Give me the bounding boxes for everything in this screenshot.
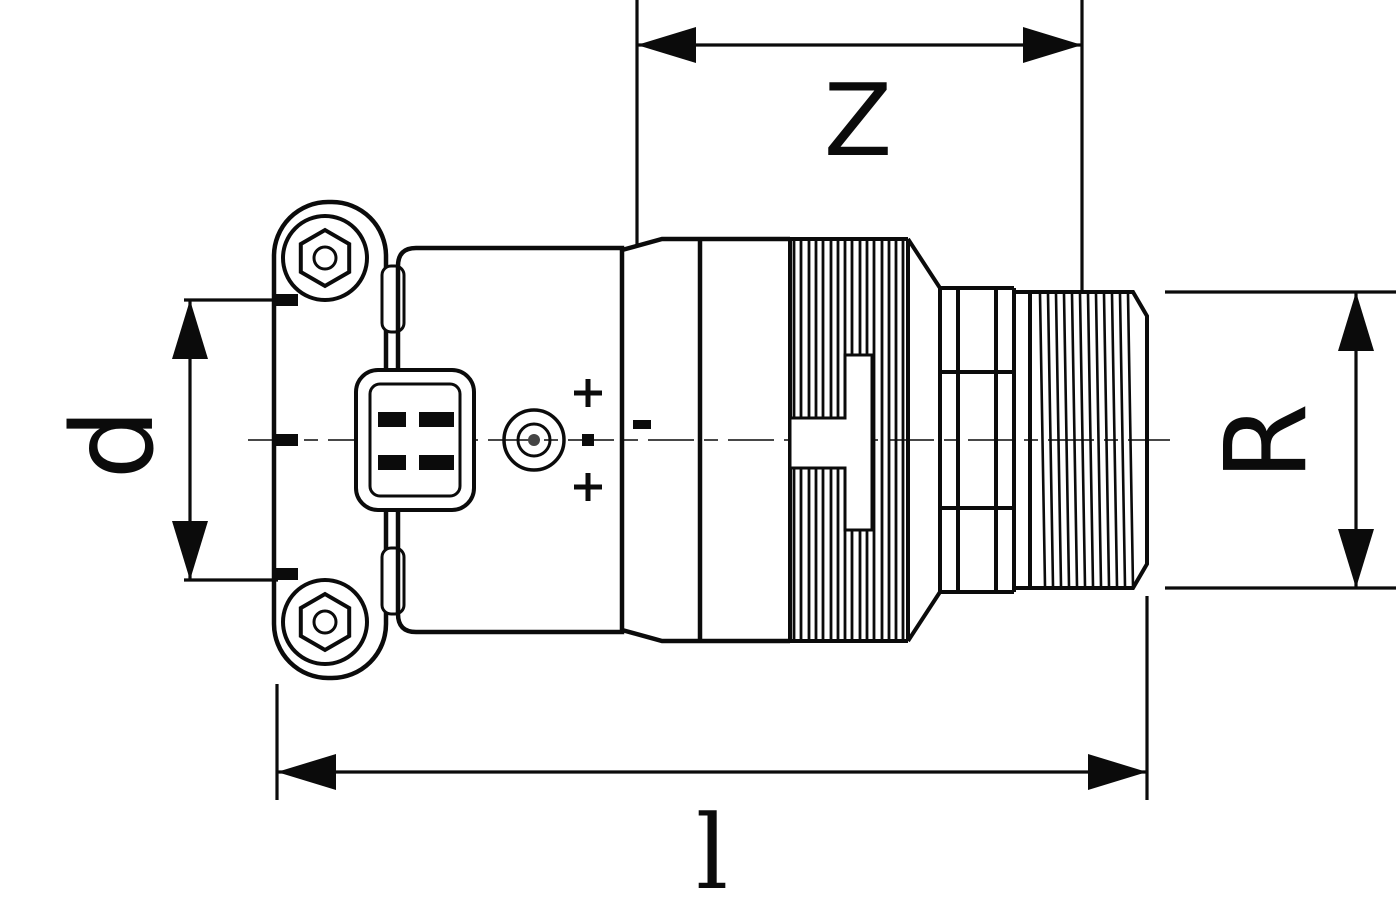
dimension-d: d [49, 298, 278, 582]
latch-detail [354, 368, 476, 512]
cone-transition [621, 236, 790, 644]
flange-tick-bottom [272, 568, 298, 580]
ribbed-section [788, 237, 910, 643]
marker-outer-circle [502, 408, 566, 472]
bolt-bottom [281, 578, 369, 666]
latch-inner [368, 382, 462, 498]
bolt-bottom-center [312, 609, 338, 635]
bolt-bottom-circle [281, 578, 369, 666]
latch-divider [406, 406, 419, 478]
dimension-d-label: d [49, 408, 179, 479]
square-marker [582, 434, 594, 446]
dimensions: Z d R l [49, 0, 1396, 900]
dimension-z-lines [635, 0, 1084, 292]
dimension-l: l [275, 596, 1149, 900]
dimension-d-arrow-top [172, 300, 208, 359]
dimension-r-label: R [1202, 403, 1332, 481]
clip-top [380, 264, 406, 334]
dimension-r: R [1165, 290, 1396, 590]
dash-marker [633, 420, 651, 429]
bolt-top-hex-icon [298, 227, 352, 289]
dimension-z-arrow-right [1023, 27, 1082, 63]
bolt-top-center [312, 245, 338, 271]
dimension-z: Z [635, 0, 1084, 292]
thread-section [1014, 290, 1149, 590]
dimension-r-arrow-top [1338, 292, 1374, 351]
inspection-slot [788, 353, 874, 532]
dimension-l-label: l [696, 794, 729, 900]
bolt-top [281, 214, 369, 302]
dimension-z-arrow-left [637, 27, 696, 63]
dimension-r-arrow-bottom [1338, 529, 1374, 588]
fitting-drawing [248, 199, 1170, 681]
dimension-l-arrow-right [1088, 754, 1147, 790]
dimension-l-lines [275, 596, 1149, 800]
thread-hatch [1038, 293, 1135, 587]
registration-symbols [574, 379, 651, 501]
marker-dot [528, 434, 540, 446]
marker-mid-circle [516, 422, 552, 458]
center-marker [502, 408, 566, 472]
hex-collar [906, 237, 1016, 643]
dimension-l-arrow-left [277, 754, 336, 790]
bolt-top-circle [281, 214, 369, 302]
thread-outline [1014, 290, 1149, 590]
dimension-d-arrow-bottom [172, 521, 208, 580]
flange-tick-top [272, 294, 298, 306]
bolt-bottom-hex-icon [298, 591, 352, 653]
cross-icon-top [574, 379, 602, 407]
clip-bottom [380, 546, 406, 616]
body-outline [395, 245, 625, 635]
dimension-z-label: Z [824, 62, 893, 179]
flange-tick-middle [272, 434, 298, 446]
cross-icon-bottom [574, 473, 602, 501]
